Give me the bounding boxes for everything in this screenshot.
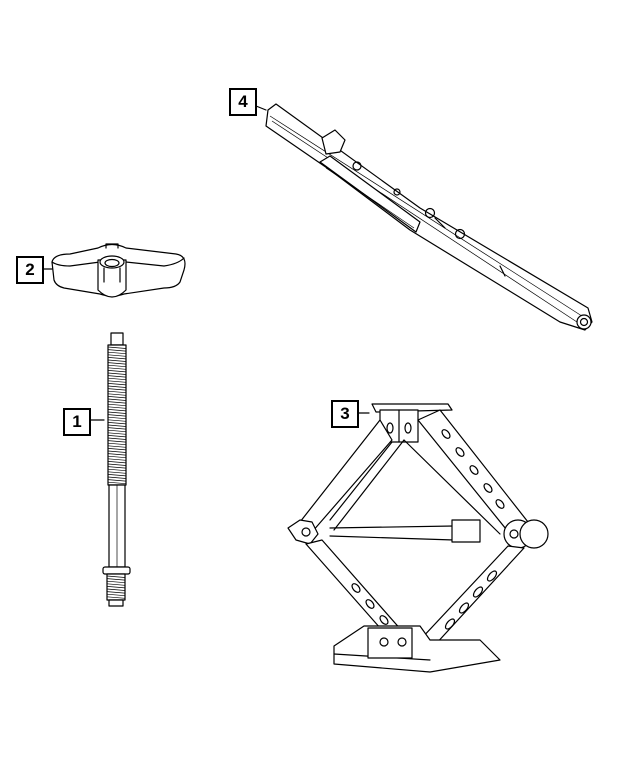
part-3-scissor-jack [287,403,549,673]
callout-1: 1 [63,408,91,436]
callout-3: 3 [331,400,359,428]
part-2-wing-nut [43,243,186,298]
callout-3-label: 3 [340,404,350,423]
part-4-jack-handle [255,103,593,331]
callout-1-label: 1 [72,412,82,431]
callout-2: 2 [16,256,44,284]
callout-2-label: 2 [25,260,35,279]
callout-4: 4 [229,88,257,116]
callout-4-label: 4 [238,92,248,111]
part-1-threaded-rod [87,332,131,607]
